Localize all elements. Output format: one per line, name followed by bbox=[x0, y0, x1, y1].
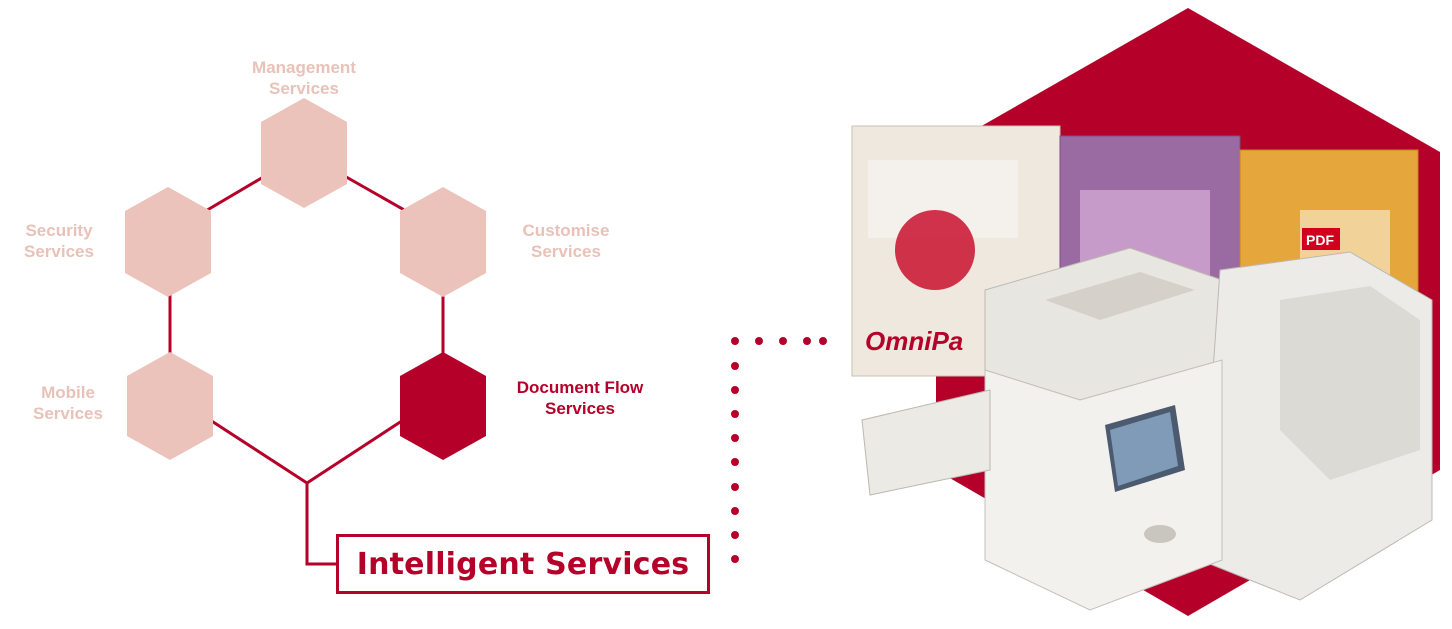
hex-customise bbox=[400, 187, 486, 297]
hex-security bbox=[125, 187, 211, 297]
label-document-flow: Document Flow Services bbox=[516, 378, 644, 418]
product-illustration: OmniPa PDF bbox=[851, 8, 1440, 616]
dotted-connector bbox=[731, 337, 827, 563]
hex-management bbox=[261, 98, 347, 208]
printer-body bbox=[984, 359, 1223, 611]
label-mobile: Mobile Services bbox=[33, 383, 103, 423]
hex-document-flow bbox=[400, 352, 486, 460]
omnipage-box-text: OmniPa bbox=[865, 326, 963, 356]
label-customise: Customise Services bbox=[522, 221, 610, 261]
hex-mobile bbox=[127, 352, 213, 460]
label-security: Security Services bbox=[24, 221, 94, 261]
intelligent-services-box: Intelligent Services bbox=[336, 534, 710, 594]
label-management: Management Services bbox=[252, 58, 356, 98]
intelligent-services-label: Intelligent Services bbox=[356, 546, 690, 582]
svg-text:PDF: PDF bbox=[1306, 232, 1334, 248]
edge-bottom-root bbox=[305, 483, 338, 566]
printer-output-tray bbox=[861, 389, 991, 496]
